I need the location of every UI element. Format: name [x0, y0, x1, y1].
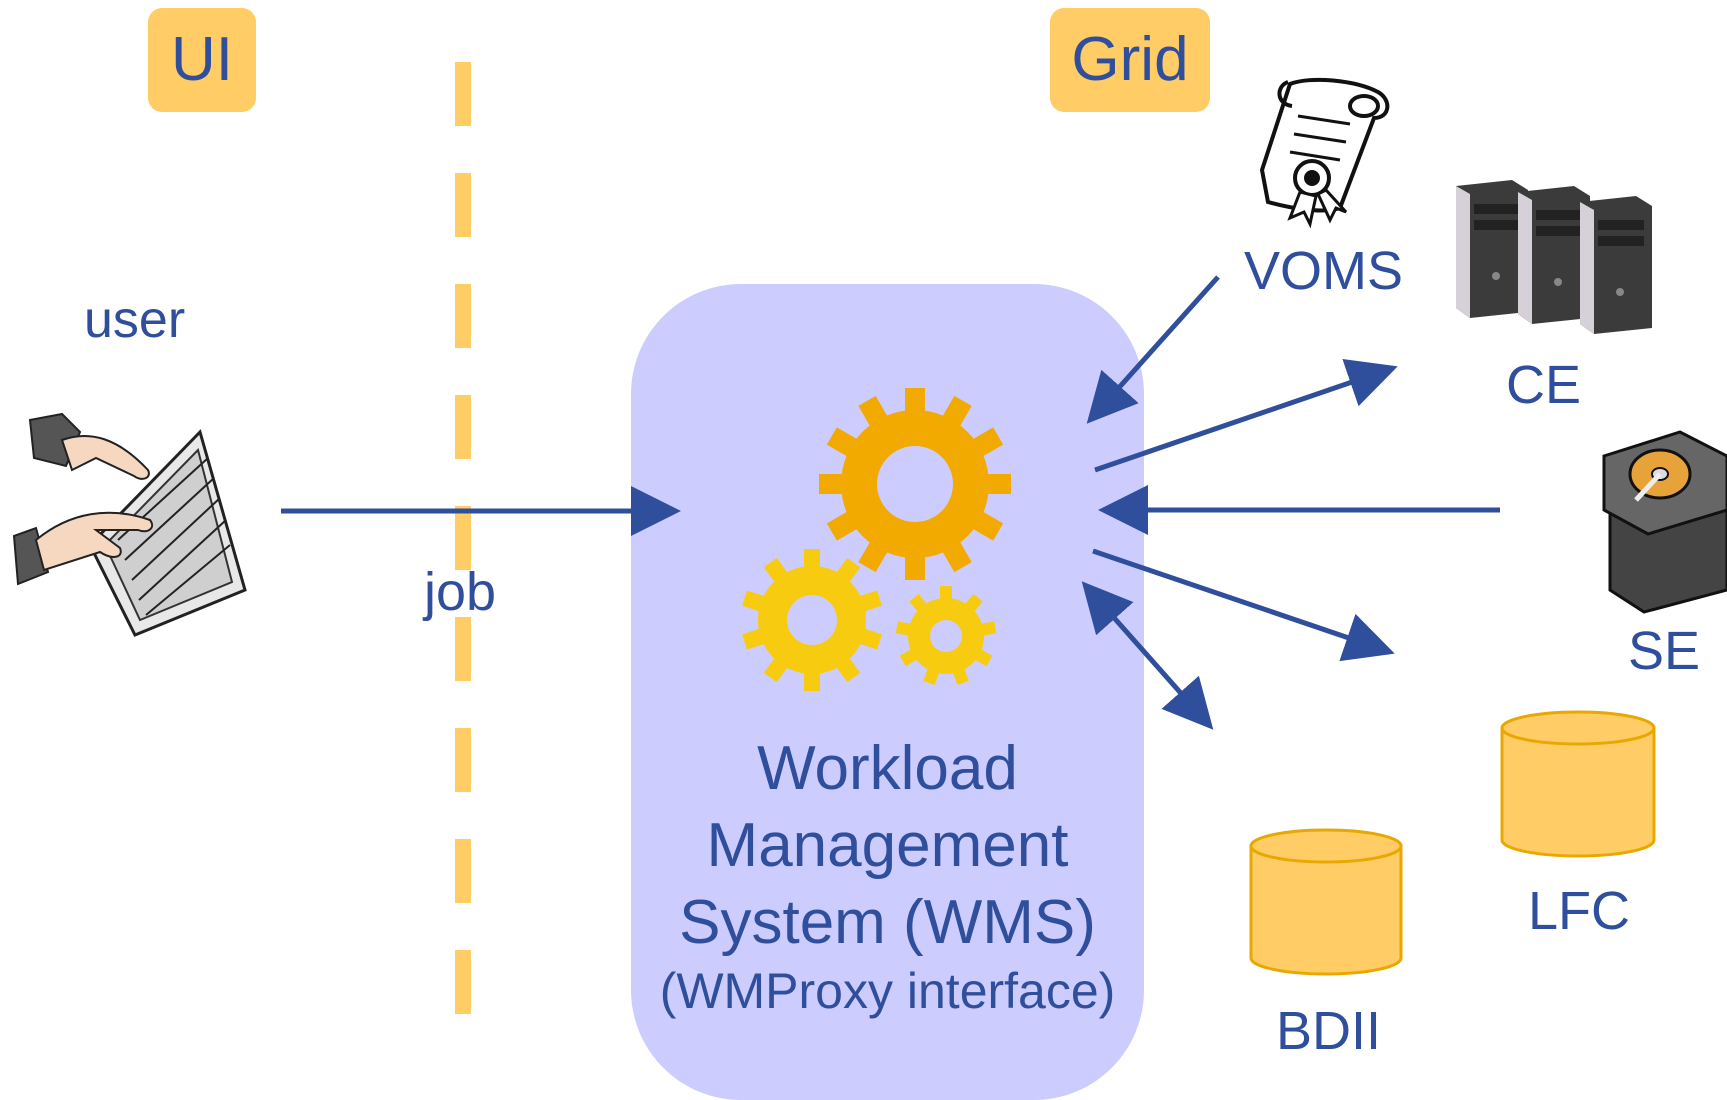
ui-zone-label: UI	[171, 25, 233, 94]
grid-zone-label: Grid	[1071, 25, 1189, 94]
bdii-arrow	[1081, 581, 1214, 730]
gears-icon	[742, 388, 1011, 691]
database-cylinder-icon	[1249, 828, 1403, 976]
keyboard-hands-icon	[12, 412, 247, 637]
se-label: SE	[1628, 621, 1701, 681]
ui-zone-tag: UI	[148, 8, 256, 112]
wms-title-line3: System (WMS)	[679, 888, 1096, 957]
wms-title-line1: Workload	[757, 734, 1018, 803]
se-out-arrow	[1092, 548, 1395, 662]
wms-title-line4: (WMProxy interface)	[659, 963, 1116, 1019]
user-label: user	[84, 291, 186, 349]
grid-zone-tag: Grid	[1050, 8, 1210, 112]
bdii-label: BDII	[1276, 1001, 1382, 1061]
certificate-scroll-icon	[1259, 77, 1390, 229]
server-towers-icon	[1456, 180, 1652, 334]
voms-arrow	[1086, 275, 1220, 424]
wms-title-line2: Management	[706, 811, 1069, 880]
hard-drives-icon	[1602, 430, 1727, 614]
database-cylinder-icon	[1500, 710, 1656, 858]
lfc-label: LFC	[1528, 881, 1631, 941]
job-label: job	[424, 562, 497, 622]
voms-label: VOMS	[1244, 241, 1404, 301]
ce-label: CE	[1506, 355, 1582, 415]
flow-arrows	[281, 275, 1500, 730]
ce-arrow	[1094, 358, 1398, 473]
